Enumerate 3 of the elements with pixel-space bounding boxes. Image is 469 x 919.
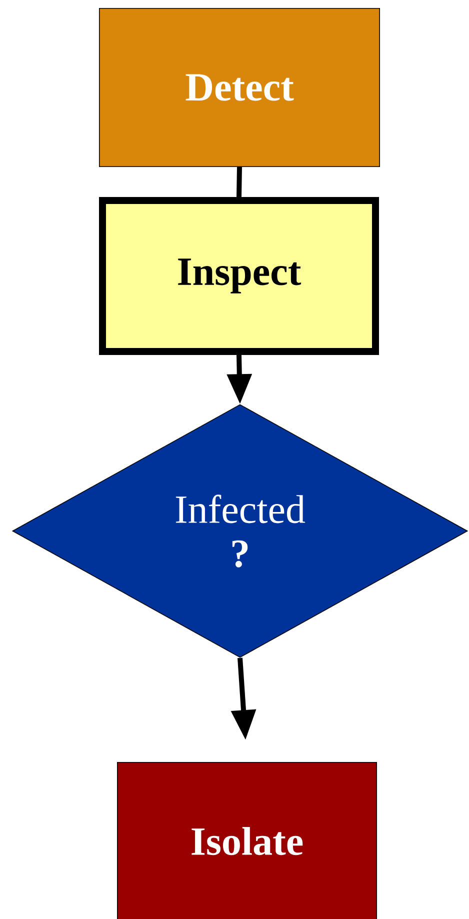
process-box: Inspect — [99, 197, 379, 355]
process-box: Isolate — [117, 762, 377, 919]
process-box: Detect — [99, 8, 380, 167]
